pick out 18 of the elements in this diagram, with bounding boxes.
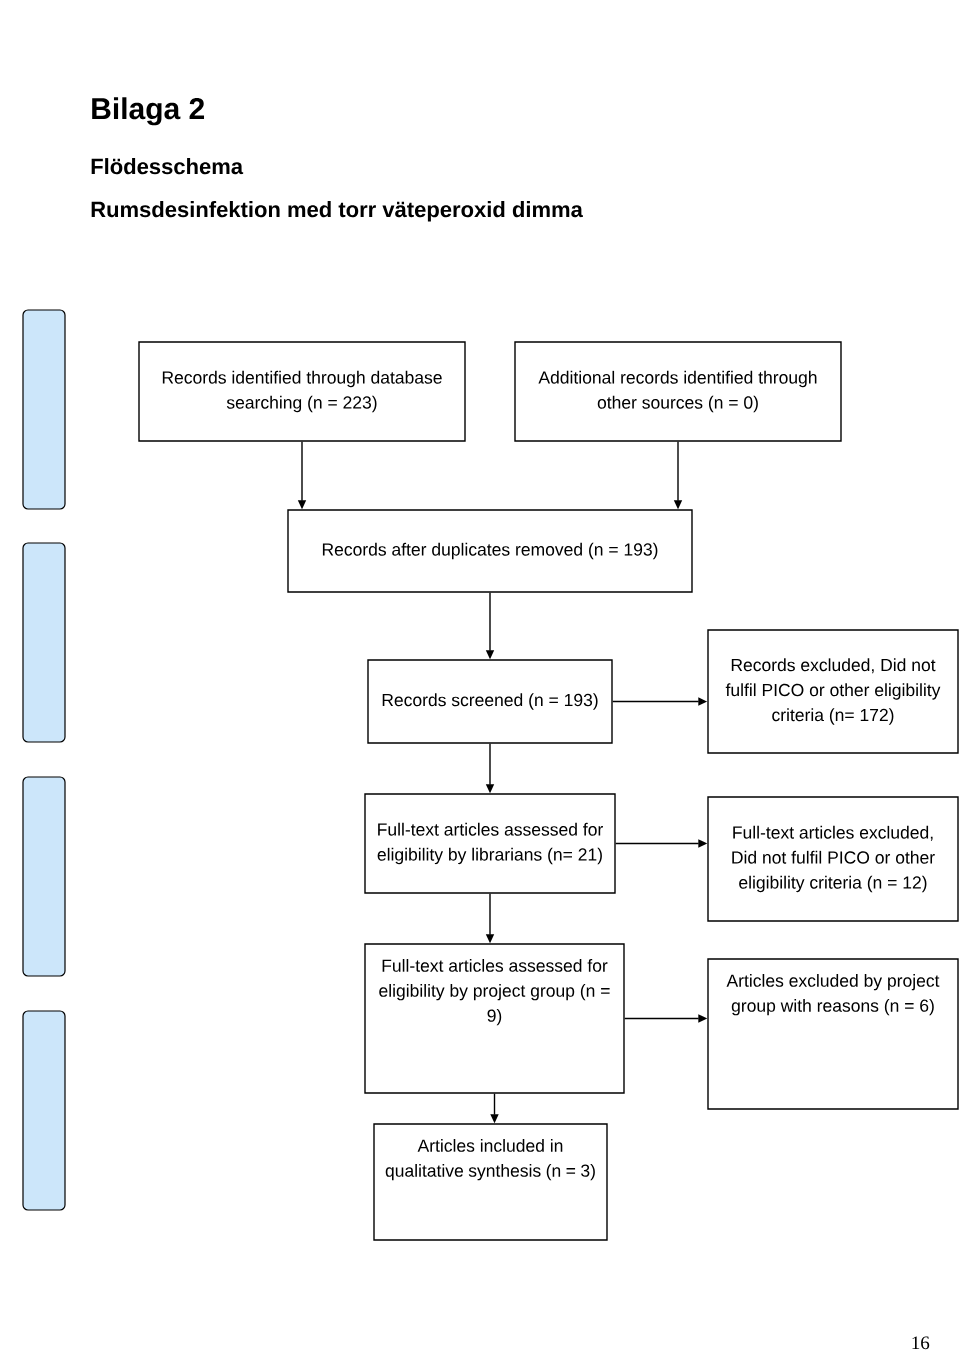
process-box: Full-text articles assessed for eligibility by librarians (n= 21): [364, 793, 616, 894]
process-box: Full-text articles excluded, Did not fulfil PICO or other eligibility criteria (n = 12): [707, 796, 959, 922]
side-bar: [22, 542, 66, 743]
process-box: Articles excluded by project group with reasons (n = 6): [707, 958, 959, 1110]
subheading: Rumsdesinfektion med torr väteperoxid dimma: [91, 201, 583, 222]
process-box: Articles included in qualitative synthesis (n = 3): [373, 1123, 608, 1241]
process-box: Additional records identified through other sources (n = 0): [514, 341, 842, 442]
heading: Bilaga 2: [92, 97, 204, 126]
side-bar: [22, 309, 66, 510]
subheading: Flödesschema: [91, 158, 244, 175]
page-number: 16: [912, 1336, 930, 1350]
process-box: Records identified through database searching (n = 223): [138, 341, 466, 442]
process-box: Records screened (n = 193): [367, 659, 613, 744]
process-box: Records excluded, Did not fulfil PICO or other eligibility criteria (n= 172): [707, 629, 959, 754]
side-bar: [22, 776, 66, 977]
side-bar: [22, 1010, 66, 1211]
process-box: Full-text articles assessed for eligibility by project group (n = 9): [364, 943, 625, 1094]
process-box: Records after duplicates removed (n = 193): [287, 509, 693, 593]
